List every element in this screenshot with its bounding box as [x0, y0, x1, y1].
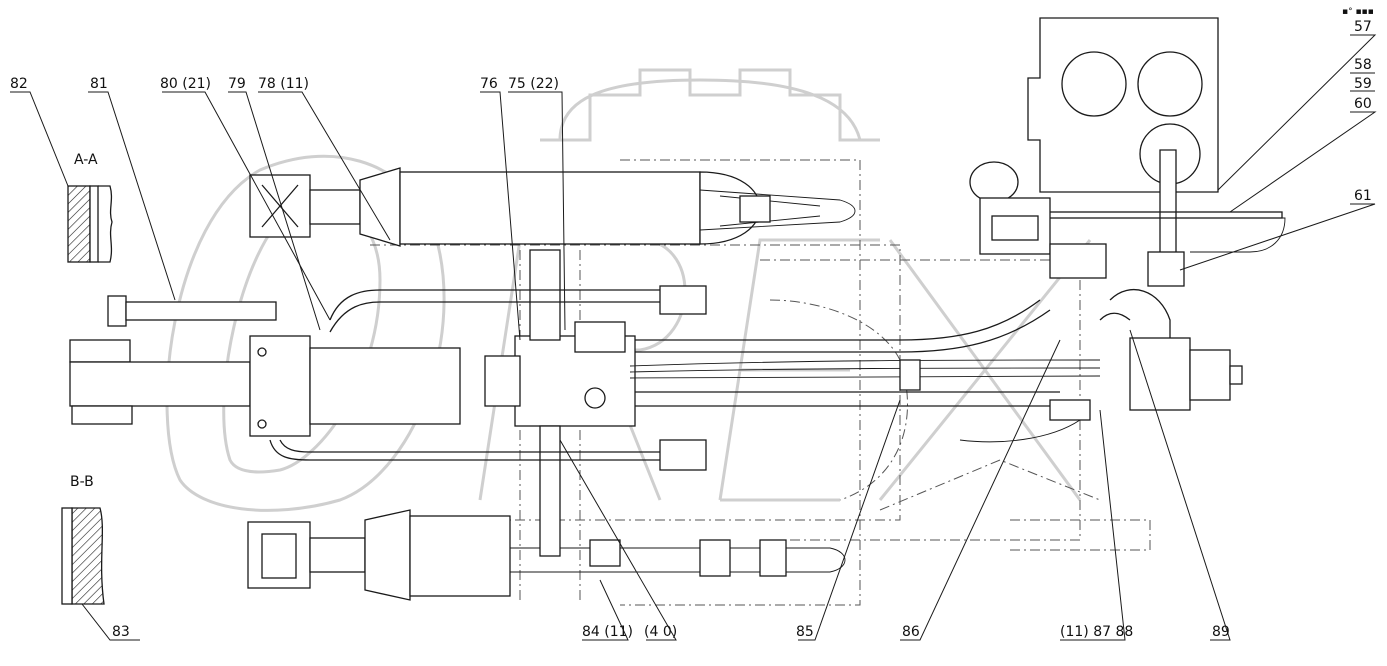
- section-b-b-view: [61, 507, 105, 605]
- callout-75: 75 (22): [508, 76, 559, 92]
- hydraulic-hoses: [269, 285, 1101, 471]
- section-a-a-view: [67, 185, 113, 263]
- callout-83: 83: [112, 624, 130, 640]
- callout-76: 76: [480, 76, 498, 92]
- upper-steering-cylinder: [249, 167, 856, 247]
- callout-140: (4 0): [644, 624, 677, 640]
- callout-85: 85: [796, 624, 814, 640]
- central-valve-block: [484, 249, 636, 557]
- callout-57: 57: [1354, 19, 1372, 35]
- corner-mark: ▪° ▪▪▪: [1342, 7, 1374, 17]
- callout-79: 79: [228, 76, 246, 92]
- callout-58: 58: [1354, 57, 1372, 73]
- gear-pump: [1099, 289, 1243, 411]
- section-label-b-b: B-B: [70, 474, 94, 490]
- callout-60: 60: [1354, 96, 1372, 112]
- callout-87: (11) 87 88: [1060, 624, 1133, 640]
- section-label-a-a: A-A: [74, 152, 98, 168]
- lower-steering-cylinder: [247, 509, 846, 601]
- callout-59: 59: [1354, 76, 1372, 92]
- hydraulic-tank: [1019, 17, 1286, 287]
- left-actuator: [69, 295, 461, 437]
- callout-81: 81: [90, 76, 108, 92]
- watermark-gear: [540, 68, 880, 142]
- leader-lines: [10, 34, 1377, 641]
- callout-86: 86: [902, 624, 920, 640]
- callout-84: 84 (11): [582, 624, 633, 640]
- callout-89: 89: [1212, 624, 1230, 640]
- callout-80: 80 (21): [160, 76, 211, 92]
- callout-78: 78 (11): [258, 76, 309, 92]
- callout-82: 82: [10, 76, 28, 92]
- filter-and-control-box: [969, 161, 1107, 279]
- callout-61: 61: [1354, 188, 1372, 204]
